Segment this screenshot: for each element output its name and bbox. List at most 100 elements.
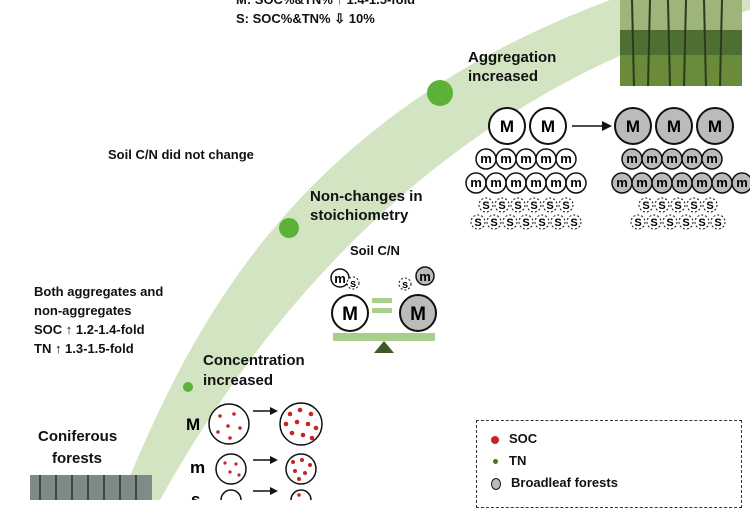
micro-aggregate-label: m [570, 175, 582, 190]
concentration-arrow-s-head [270, 487, 278, 495]
micro-aggregate-label: m [490, 175, 502, 190]
concentration-label-1: Concentration [203, 352, 305, 369]
macro-aggregate-circle [529, 107, 567, 145]
silt-clay-label: S [530, 200, 537, 212]
silt-clay-label: S [514, 200, 521, 212]
concentration-arrow-M-head [270, 407, 278, 415]
silt-clay-label: S [498, 200, 505, 212]
silt-clay-circle [662, 214, 678, 230]
micro-aggregate-label: m [626, 151, 638, 166]
silt-clay-circle [638, 197, 654, 213]
silt-clay-label: S [698, 217, 705, 229]
right-small-circle [398, 277, 412, 291]
micro-aggregate-label: m [676, 175, 688, 190]
macro-before-circle [208, 403, 250, 445]
micro-aggregate-label: m [500, 151, 512, 166]
soc-dot [216, 430, 220, 434]
left-micro-circle [330, 268, 350, 288]
top-text-s: S: SOC%&TN% ⇩ 10% [236, 11, 375, 26]
broadleaf-forest-photo [620, 0, 742, 86]
silt-clay-label: S [522, 217, 529, 229]
silt-clay-circle [470, 214, 486, 230]
micro-aggregate-circle [731, 172, 750, 194]
aggregate-after: M M M m m m m m m m m m m m m S S [611, 107, 750, 230]
silt-clay-circle [670, 197, 686, 213]
left-macro-label: M [342, 304, 358, 325]
progress-dot-medium [279, 218, 299, 238]
soc-dot [313, 425, 319, 431]
silt-clay-label: S [690, 200, 697, 212]
soc-dot [289, 430, 295, 436]
silt-clay-circle [654, 197, 670, 213]
micro-aggregate-label: m [716, 175, 728, 190]
micro-aggregate-circle [565, 172, 587, 194]
size-label-s: s [191, 490, 200, 500]
micro-aggregate-label: m [696, 175, 708, 190]
silt-clay-label: S [642, 200, 649, 212]
micro-aggregate-label: m [480, 151, 492, 166]
macro-aggregate-label: M [626, 117, 640, 136]
balance-equals-bottom [372, 308, 392, 313]
silt-clay-label: S [538, 217, 545, 229]
micro-aggregate-circle [555, 148, 577, 170]
silt-clay-circle [646, 214, 662, 230]
micro-aggregate-label: m [686, 151, 698, 166]
soc-dot [308, 411, 314, 417]
balance-beam [333, 333, 435, 341]
balance-equals-top [372, 298, 392, 303]
silt-clay-circle [510, 197, 526, 213]
coniferous-label-2: forests [52, 450, 103, 467]
soc-dot [293, 469, 297, 473]
soc-dot [226, 424, 230, 428]
aggregate-before: M M m m m m m m m m m m m S S S S S [465, 107, 587, 230]
silt-clay-circle [566, 214, 582, 230]
soc-dot [300, 458, 304, 462]
silt-clay-label: S [714, 217, 721, 229]
macro-aggregate-label: M [667, 117, 681, 136]
soc-dot [228, 470, 232, 474]
macro-aggregate-label: M [500, 117, 514, 136]
soc-dot [238, 426, 242, 430]
silt-clay-label: S [674, 200, 681, 212]
micro-aggregate-label: m [636, 175, 648, 190]
soc-dot [297, 493, 301, 497]
silt-clay-circle [486, 214, 502, 230]
macro-aggregate-label: M [541, 117, 555, 136]
silt-clay-label: S [474, 217, 481, 229]
silt-clay-label: S [706, 200, 713, 212]
aggregation-arrow-head [602, 121, 612, 131]
right-micro-circle [415, 266, 435, 286]
silt-clay-circle [678, 214, 694, 230]
silt-clay-label: S [658, 200, 665, 212]
aggregation-label-2: increased [468, 68, 539, 85]
micro-aggregate-label: m [470, 175, 482, 190]
silt-clay-circle [686, 197, 702, 213]
silt-clay-circle [526, 197, 542, 213]
progress-dot-large [427, 80, 453, 106]
progress-dot-small [183, 382, 193, 392]
micro-before-circle [215, 453, 247, 485]
silt-clay-label: S [554, 217, 561, 229]
broadleaf-circle-icon [491, 477, 501, 490]
left-macro-circle [331, 294, 369, 332]
macro-aggregate-circle [655, 107, 693, 145]
micro-aggregate-label: m [706, 151, 718, 166]
balance-fulcrum [374, 341, 394, 353]
soc-dot [228, 436, 232, 440]
soc-dot [297, 407, 303, 413]
micro-aggregate-label: m [510, 175, 522, 190]
both-label-3: SOC ↑ 1.2-1.4-fold [34, 322, 145, 337]
coniferous-forest-photo [30, 475, 152, 500]
soc-dot [294, 419, 300, 425]
soc-dot [303, 471, 307, 475]
concentration-label-2: increased [203, 372, 274, 389]
left-small-label: s [350, 278, 356, 290]
legend-item-broadleaf: Broadleaf forests [491, 475, 618, 490]
small-after-circle [290, 489, 312, 500]
soc-dot [283, 421, 289, 427]
left-micro-label: m [334, 271, 346, 286]
silt-clay-circle [478, 197, 494, 213]
